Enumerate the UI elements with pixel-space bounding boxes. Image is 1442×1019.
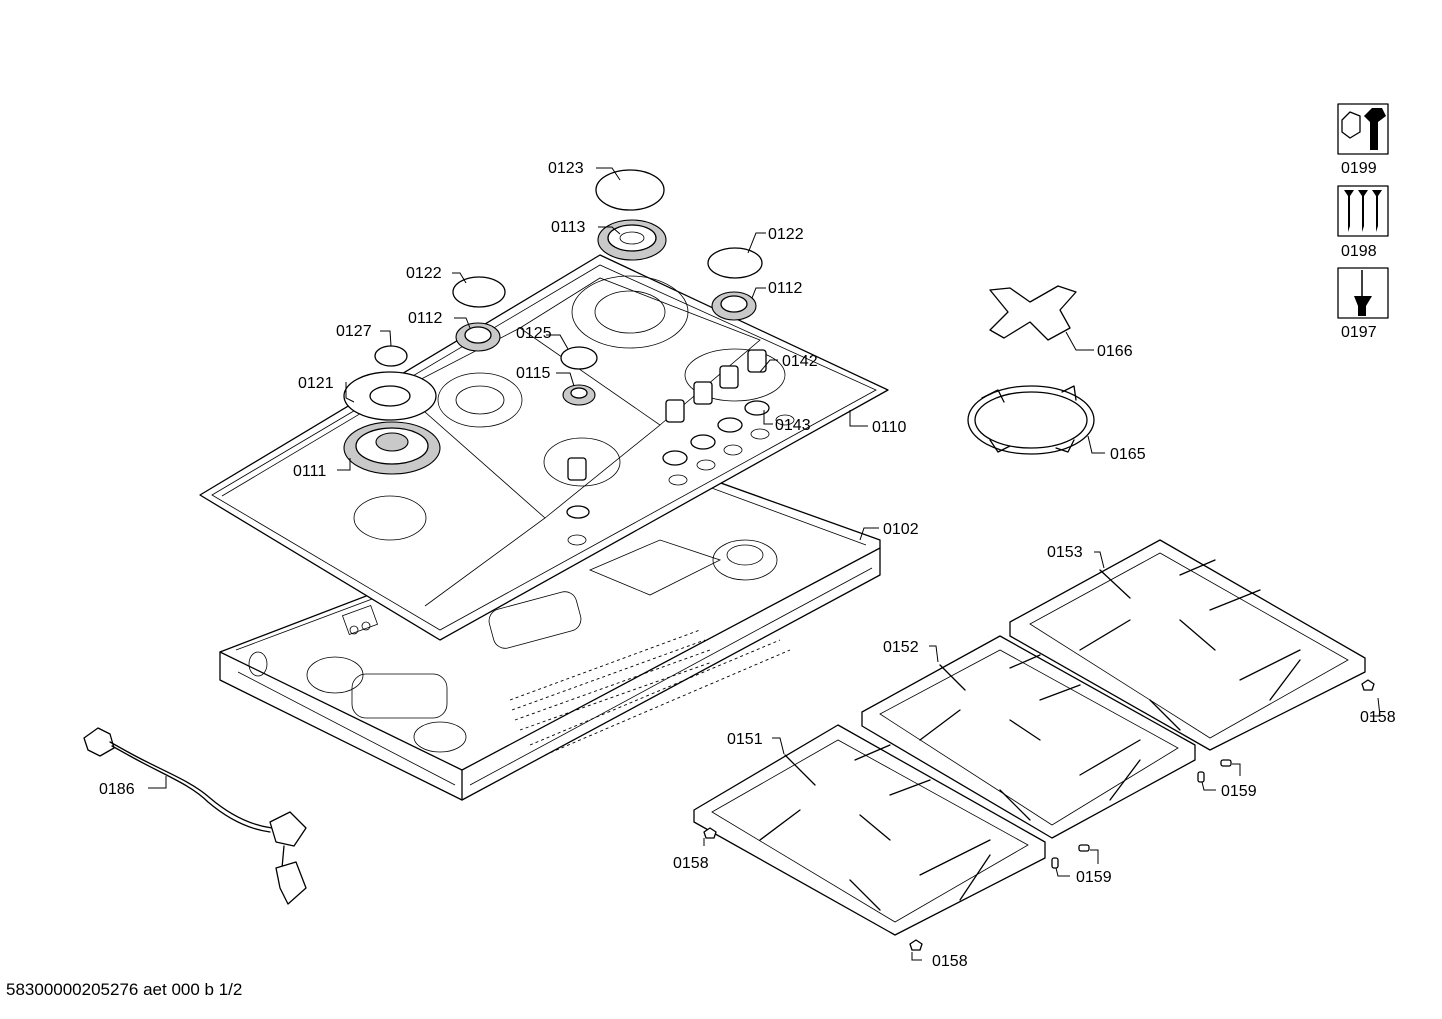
wok-support-0166 bbox=[989, 285, 1077, 341]
power-cord-0186 bbox=[83, 727, 307, 905]
label-0110: 0110 bbox=[872, 419, 907, 436]
rubber-foot-0158-right bbox=[1361, 679, 1375, 691]
label-0166: 0166 bbox=[1097, 343, 1133, 360]
label-0122-left: 0122 bbox=[406, 265, 442, 282]
rubber-foot-0158-bottom bbox=[909, 939, 923, 951]
burner-0111 bbox=[343, 421, 441, 475]
burner-cap-0127 bbox=[374, 345, 408, 367]
burner-0112-right bbox=[711, 291, 757, 321]
icon-label-0198: 0198 bbox=[1341, 243, 1377, 260]
label-0113: 0113 bbox=[551, 219, 586, 236]
label-0102: 0102 bbox=[883, 521, 919, 538]
clip-0159-lower bbox=[1051, 844, 1090, 869]
label-0142: 0142 bbox=[782, 353, 818, 370]
label-0143: 0143 bbox=[775, 417, 811, 434]
label-0127: 0127 bbox=[336, 323, 372, 340]
label-0186: 0186 bbox=[99, 781, 135, 798]
pan-support-0151 bbox=[693, 724, 1046, 936]
tray-vent-slots bbox=[509, 629, 791, 756]
document-reference: 58300000205276 aet 000 b 1/2 bbox=[6, 980, 243, 999]
label-0112-right: 0112 bbox=[768, 280, 803, 297]
label-0159-upper: 0159 bbox=[1221, 783, 1257, 800]
label-0112-left: 0112 bbox=[408, 310, 443, 327]
rubber-foot-0158-left bbox=[703, 827, 717, 839]
label-0115: 0115 bbox=[516, 365, 551, 382]
label-0165: 0165 bbox=[1110, 446, 1146, 463]
label-0158-right: 0158 bbox=[1360, 709, 1396, 726]
bottom-tray-part bbox=[219, 471, 881, 801]
burner-0113 bbox=[597, 219, 667, 261]
pan-support-0152 bbox=[861, 635, 1196, 839]
burner-0115 bbox=[562, 384, 596, 406]
label-0125: 0125 bbox=[516, 325, 552, 342]
burner-cap-0122-right bbox=[707, 247, 763, 279]
label-0151: 0151 bbox=[727, 731, 763, 748]
label-0122-right: 0122 bbox=[768, 226, 804, 243]
label-0111: 0111 bbox=[293, 463, 326, 480]
control-knobs bbox=[566, 349, 770, 519]
burner-ring-0121 bbox=[343, 371, 437, 421]
leader-lines bbox=[148, 167, 1381, 961]
icon-label-0199: 0199 bbox=[1341, 160, 1377, 177]
label-0158-left: 0158 bbox=[673, 855, 709, 872]
burner-cap-0122-left bbox=[452, 276, 506, 308]
burner-cap-0123 bbox=[595, 169, 665, 211]
pan-support-0153 bbox=[1009, 539, 1366, 751]
label-0152: 0152 bbox=[883, 639, 919, 656]
label-0158-bottom: 0158 bbox=[932, 953, 968, 970]
icon-label-0197: 0197 bbox=[1341, 324, 1377, 341]
screws-icon bbox=[1337, 185, 1389, 237]
label-0153: 0153 bbox=[1047, 544, 1083, 561]
burner-0112-left bbox=[455, 322, 501, 352]
wrench-nut-icon bbox=[1337, 103, 1389, 155]
label-0121: 0121 bbox=[298, 375, 334, 392]
label-0123: 0123 bbox=[548, 160, 584, 177]
clip-0159-upper bbox=[1197, 759, 1232, 783]
label-0159-lower: 0159 bbox=[1076, 869, 1112, 886]
screwdriver-icon bbox=[1337, 267, 1389, 319]
part-labels: 0123 0113 0122 0122 0112 0112 0127 0125 … bbox=[99, 160, 1396, 970]
burner-cap-0125 bbox=[560, 346, 598, 370]
wok-support-0165 bbox=[967, 385, 1095, 455]
